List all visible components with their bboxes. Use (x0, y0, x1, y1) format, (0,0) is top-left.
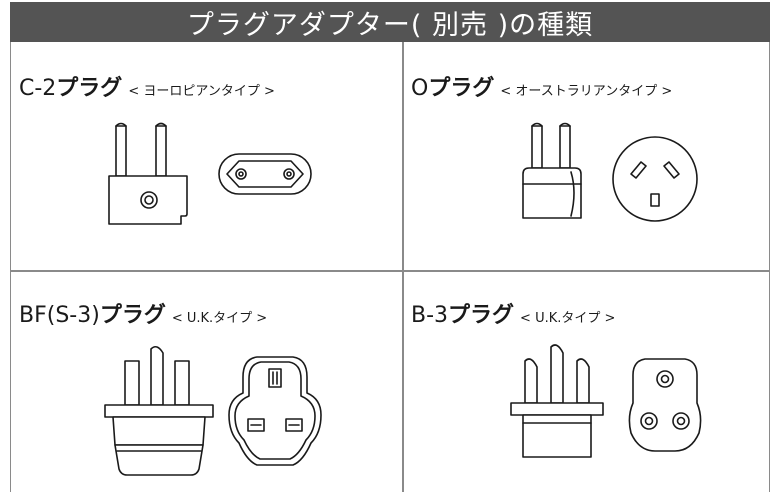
uk-bf-socket-icon (228, 356, 322, 466)
plug-type: < ヨーロピアンタイプ > (128, 84, 275, 99)
plug-label: BF(S-3)プラグ < U.K.タイプ > (19, 297, 267, 329)
plug-label: B-3プラグ < U.K.タイプ > (411, 297, 615, 329)
european-plug-icon (108, 122, 188, 225)
plug-name: B-3プラグ (411, 303, 515, 328)
european-socket-icon (218, 153, 312, 195)
plug-label: C-2プラグ < ヨーロピアンタイプ > (19, 70, 275, 102)
uk-b3-socket-icon (628, 358, 702, 452)
plug-grid: C-2プラグ < ヨーロピアンタイプ > (10, 42, 770, 492)
grid-divider-horizontal (11, 270, 769, 272)
page-title: プラグアダプター( 別売 )の種類 (10, 2, 770, 42)
plug-name: Oプラグ (411, 76, 495, 101)
australian-plug-icon (522, 122, 582, 219)
plug-name: BF(S-3)プラグ (19, 303, 166, 328)
plug-cell-o: Oプラグ < オーストラリアンタイプ > (403, 42, 769, 270)
plug-cell-c2: C-2プラグ < ヨーロピアンタイプ > (11, 42, 402, 270)
australian-socket-icon (612, 136, 698, 222)
plug-type: < U.K.タイプ > (171, 311, 268, 326)
grid-divider-vertical (402, 42, 404, 492)
uk-b3-plug-icon (510, 344, 604, 458)
plug-cell-bf: BF(S-3)プラグ < U.K.タイプ > (11, 271, 402, 492)
plug-type: < オーストラリアンタイプ > (500, 84, 673, 99)
plug-cell-b3: B-3プラグ < U.K.タイプ > (403, 271, 769, 492)
uk-bf-plug-icon (104, 345, 214, 476)
plug-name: C-2プラグ (19, 76, 123, 101)
plug-label: Oプラグ < オーストラリアンタイプ > (411, 70, 672, 102)
plug-type: < U.K.タイプ > (520, 311, 616, 326)
